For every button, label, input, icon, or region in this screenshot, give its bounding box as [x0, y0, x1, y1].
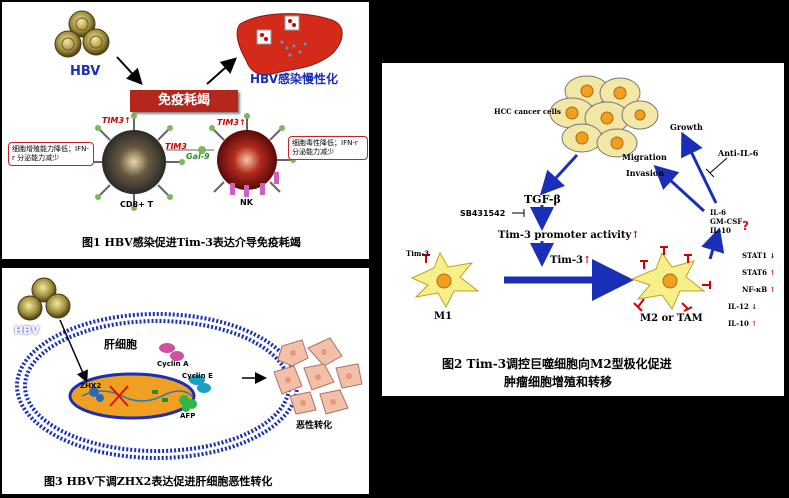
nucleus: [68, 372, 196, 420]
marker-item: IL-12 ↓: [728, 302, 758, 311]
tgf-beta-label: TGF-β: [524, 193, 561, 206]
hbv-label: HBV: [14, 324, 40, 337]
tim3-up-label: Tim-3↑: [550, 255, 592, 266]
nk-cell: [209, 113, 296, 197]
cd8-t-cell: [83, 113, 185, 211]
question-mark: ?: [742, 219, 749, 233]
malignant-cells: [273, 337, 363, 415]
hbv-label: HBV: [70, 64, 101, 79]
hcc-cell-cluster: [549, 75, 659, 158]
zhx2-protein: [89, 387, 104, 402]
hcc-label: HCC cancer cells: [494, 107, 561, 116]
m2-to-cytokines-arrow: [701, 227, 725, 260]
figure1-diagram: [54, 10, 343, 211]
hbv-to-exhaustion-arrow: [116, 56, 143, 85]
nk-label: NK: [240, 198, 253, 207]
anti-il6-inhibition: [709, 157, 728, 174]
cytokine-item: IL-10: [710, 226, 731, 235]
anti-il6-label: Anti-IL-6: [718, 148, 759, 158]
tim3-gal9-receptors: [166, 146, 214, 154]
immune-exhaustion-bar: 免疫耗竭: [130, 90, 238, 112]
afp-label: AFP: [180, 412, 196, 420]
cyclin-a-protein: [159, 343, 184, 361]
cytokines-to-growth-arrow: [681, 131, 718, 204]
tim3-nk-label: TIM3↑: [217, 118, 246, 127]
liver-cell-label: 肝细胞: [104, 338, 137, 351]
marker-item: NF-κB ↑: [742, 285, 776, 294]
cytokine-list: IL-6 GM-CSF IL-10: [710, 208, 742, 235]
figure3-diagram: [15, 277, 363, 460]
tim3-cd8-label: TIM3↑: [102, 116, 131, 125]
hbv-to-zhx2-arrow: [59, 319, 88, 383]
invasion-label: Invasion: [626, 168, 665, 178]
hcc-to-tgf-arrow: [539, 153, 579, 196]
hbv-virus-cluster: [17, 277, 71, 321]
malignant-label: 恶性转化: [296, 421, 333, 431]
cyclin-e-protein: [189, 375, 211, 393]
liver-icon: [236, 13, 343, 76]
m1-macrophage: [410, 251, 480, 309]
cyclin-a-label: Cyclin A: [157, 360, 189, 368]
marker-item: STAT6 ↑: [742, 268, 776, 277]
zhx2-label: ZHX2: [80, 382, 102, 390]
growth-label: Growth: [670, 122, 703, 132]
hbv-chronic-label: HBV感染慢性化: [250, 72, 338, 86]
tim3-m1-label: Tim-3: [406, 249, 430, 258]
marker-list: STAT1 ↓ STAT6 ↑ NF-κB ↑ IL-12 ↓ IL-10 ↑: [728, 247, 776, 332]
m2-label: M2 or TAM: [640, 313, 703, 324]
figure3-panel: HBV 肝细胞 ZHX2 Cyclin A Cyclin E AFP 恶性转化 …: [2, 268, 369, 494]
marker-item: IL-10 ↑: [728, 319, 758, 328]
cytokine-item: IL-6: [710, 208, 726, 217]
marker-item: STAT1 ↓: [742, 251, 776, 260]
migration-label: Migration: [622, 152, 667, 162]
cd8-label: CD8+ T: [120, 200, 154, 209]
figure2-caption-line1: 图2 Tim-3调控巨噬细胞向M2型极化促进: [442, 357, 672, 371]
nk-effect-note: 细胞毒性降低；IFN-r 分泌能力减少: [288, 136, 368, 160]
figure2-caption-line2: 肿瘤细胞增殖和转移: [504, 375, 613, 389]
figure1-panel: HBV HBV感染慢性化 免疫耗竭 TIM3↑ TIM3 Gal-9 TIM3↑…: [2, 2, 369, 259]
promoter-activity-label: Tim-3 promoter activity↑: [498, 230, 640, 241]
m1-label: M1: [434, 311, 453, 322]
exhaustion-to-liver-arrow: [206, 57, 237, 85]
gal9-label: Gal-9: [186, 152, 210, 161]
figure2-panel: HCC cancer cells Growth Anti-IL-6 Migrat…: [382, 63, 784, 396]
cyclin-e-label: Cyclin E: [182, 372, 213, 380]
hbv-virus-cluster: [54, 10, 110, 58]
sb431542-label: SB431542: [460, 209, 506, 218]
afp-protein: [179, 395, 197, 412]
cd8-effect-note: 细胞增殖能力降低；IFN-r 分泌能力减少: [8, 142, 94, 166]
figure3-caption: 图3 HBV下调ZHX2表达促进肝细胞恶性转化: [44, 475, 273, 488]
cytokine-item: GM-CSF: [710, 217, 743, 226]
m2-macrophage: [630, 246, 711, 312]
cytokines-to-migration-arrow: [653, 164, 706, 213]
figure1-caption: 图1 HBV感染促进Tim-3表达介导免疫耗竭: [82, 236, 301, 249]
tim3-mid-label: TIM3: [165, 142, 187, 151]
figure2-diagram: [410, 75, 728, 312]
